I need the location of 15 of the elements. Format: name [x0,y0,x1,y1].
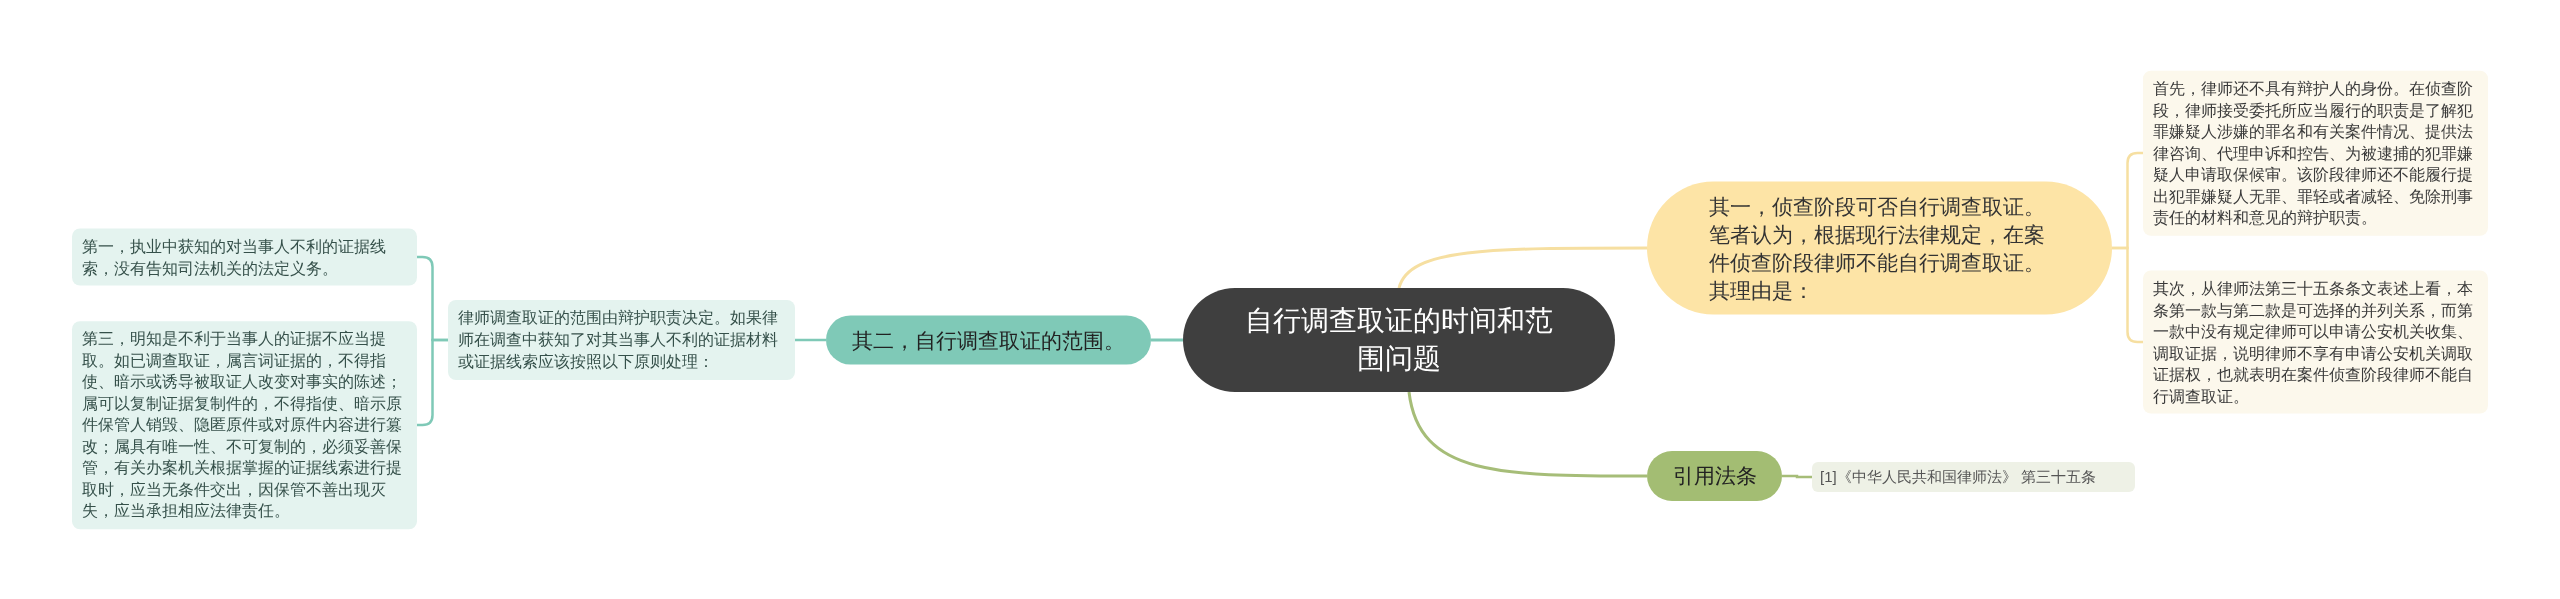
central-topic-pill: 自行调查取证的时间和范围问题 [1183,288,1615,392]
connector-line [1782,474,1812,479]
note-card: 首先，律师还不具有辩护人的身份。在侦查阶段，律师接受委托所应当履行的职责是了解犯罪嫌疑人涉嫌的罪名和有关案件情况、提供法律咨询、代理申诉和控告、为被逮捕的犯罪嫌疑人申请取保候审。该阶段律师还不能履行提出犯罪嫌疑人无罪、罪轻或者减轻、免除刑事责任的材料和意见的辩护职责。 [2143,70,2488,236]
connector-line [1397,246,1647,289]
note-card: 第一，执业中获知的对当事人不利的证据线索，没有告知司法机关的法定义务。 [72,228,417,286]
connector-line [795,338,826,342]
note-card: [1]《中华人民共和国律师法》 第三十五条 [1812,462,2135,492]
connector-line [1407,391,1647,478]
branch-pill: 引用法条 [1647,451,1782,501]
connector-line [1151,338,1183,342]
branch-pill: 其一，侦查阶段可否自行调查取证。笔者认为，根据现行法律规定，在案件侦查阶段律师不能自行调查取证。其理由是： [1647,181,2112,315]
note-card: 第三，明知是不利于当事人的证据不应当提取。如已调查取证，属言词证据的，不得指使、暗示或诱导被取证人改变对事实的陈述；属可以复制证据复制件的，不得指使、暗示原件保管人销毁、隐匿原件或对原件内容进行篡改；属具有唯一性、不可复制的，必须妥善保管，有关办案机关根据掌握的证据线索进行提取时，应当无条件交出，因保管不善出现灭失，应当承担相应法律责任。 [72,321,417,529]
branch-pill: 其二，自行调查取证的范围。 [826,315,1151,365]
note-card: 律师调查取证的范围由辩护职责决定。如果律师在调查中获知了对其当事人不利的证据材料或证据线索应该按照以下原则处理： [448,300,795,380]
note-card: 其次，从律师法第三十五条条文表述上看，本条第一款与第二款是可选择的并列关系，而第一款中没有规定律师可以申请公安机关收集、调取证据，说明律师不享有申请公安机关调取证据权，也就表明在案件侦查阶段律师不能自行调查取证。 [2143,270,2488,414]
